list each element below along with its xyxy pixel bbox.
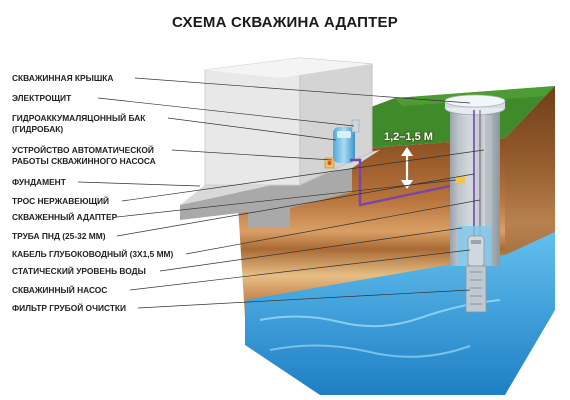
label-coarse-filter: ФИЛЬТР ГРУБОЙ ОЧИСТКИ xyxy=(12,303,127,313)
label-hydro-tank: ГИДРОАККУМАЛЯЦОННЫЙ БАК xyxy=(12,113,146,123)
label-automation-device: УСТРОЙСТВО АВТОМАТИЧЕСКОЙ xyxy=(12,145,154,155)
label-hydro-tank-alt: (ГИДРОБАК) xyxy=(12,124,64,134)
label-steel-rope: ТРОС НЕРЖАВЕЮЩИЙ xyxy=(12,196,110,206)
label-submersible-pump: СКВАЖИННЫЙ НАСОС xyxy=(12,285,108,295)
leader-lines xyxy=(77,77,485,309)
coarse-filter xyxy=(465,265,487,313)
label-electric-panel: ЭЛЕКТРОЩИТ xyxy=(12,93,72,103)
diagram-title: СХЕМА СКВАЖИНА АДАПТЕР xyxy=(172,14,398,31)
label-well-cap: СКВАЖИННАЯ КРЫШКА xyxy=(12,73,114,83)
depth-label: 1,2–1,5 М xyxy=(384,131,433,143)
well-adapter xyxy=(455,176,465,183)
label-foundation: ФУНДАМЕНТ xyxy=(12,177,66,187)
label-well-adapter: СКВАЖЕННЫЙ АДАПТЕР xyxy=(12,212,118,222)
foundation xyxy=(180,168,352,228)
label-cable: КАБЕЛЬ ГЛУБОКОВОДНЫЙ (3Х1,5 ММ) xyxy=(12,249,174,259)
label-pnd-pipe: ТРУБА ПНД (25-32 ММ) xyxy=(12,231,106,241)
label-automation-device-2: РАБОТЫ СКВАЖИННОГО НАСОСА xyxy=(12,156,156,166)
label-static-water-level: СТАТИЧЕСКИЙ УРОВЕНЬ ВОДЫ xyxy=(12,266,146,276)
